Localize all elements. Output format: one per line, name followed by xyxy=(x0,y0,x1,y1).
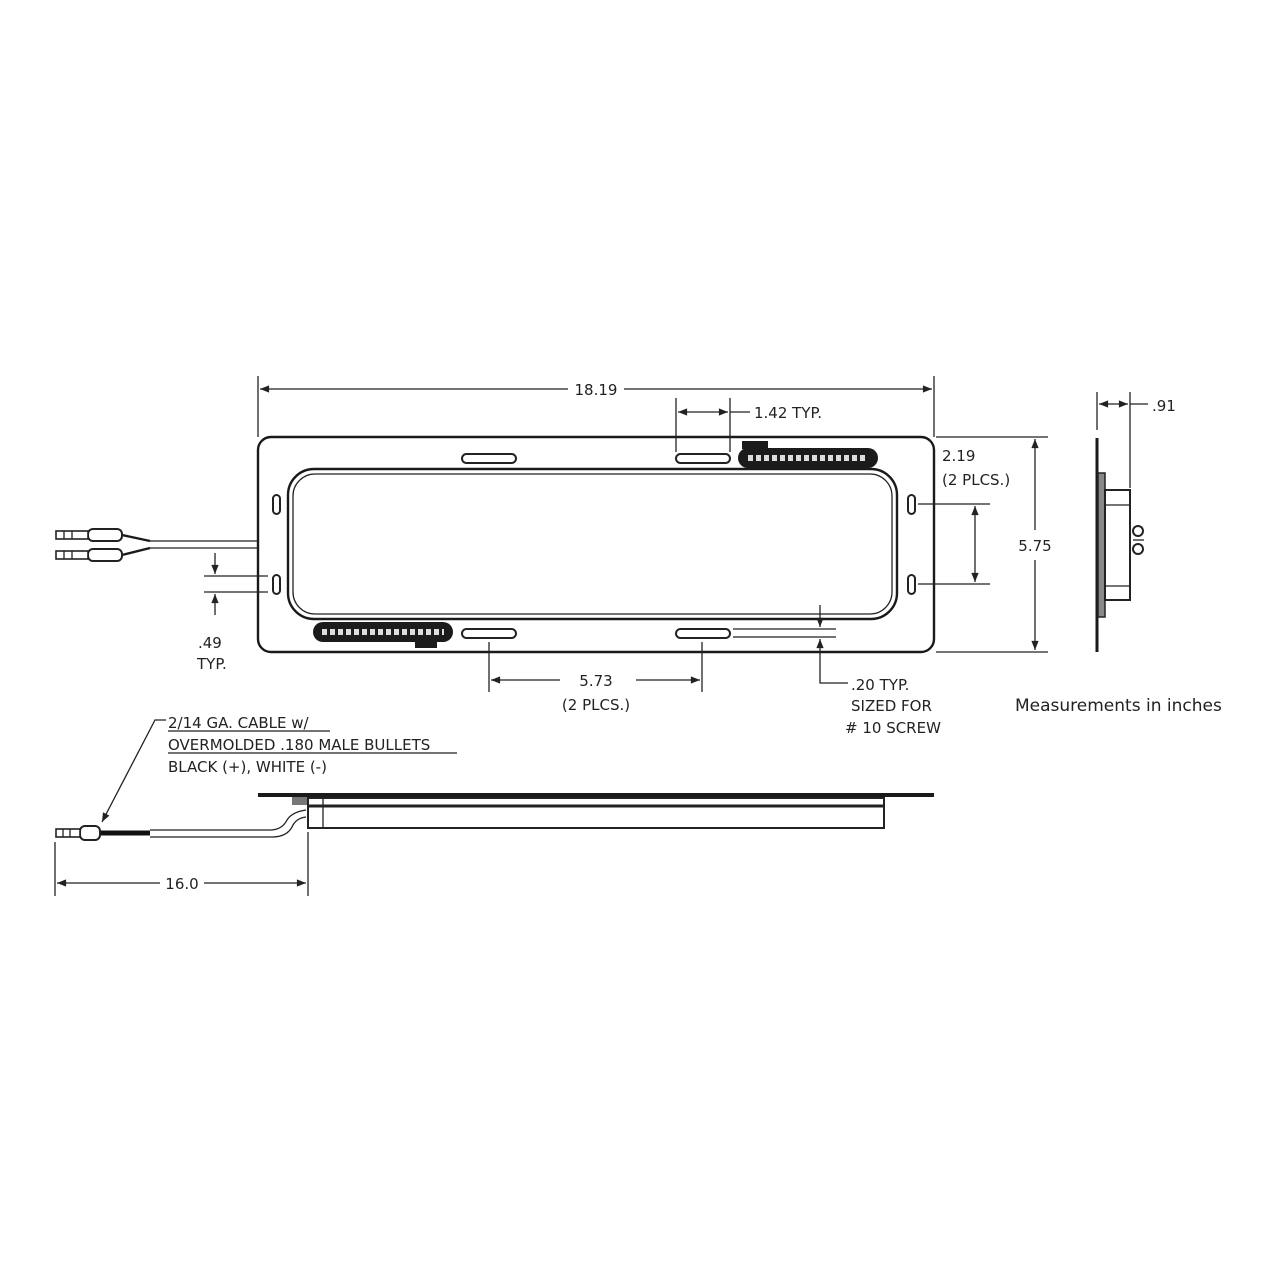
vertical-slot-spacing-label: 2.19 xyxy=(942,447,975,465)
slot-top-right xyxy=(675,453,731,464)
slot-width-note-1: SIZED FOR xyxy=(851,697,932,715)
dimension-cable-length: 16.0 xyxy=(54,832,309,896)
connector-icon xyxy=(1132,525,1144,555)
dimension-depth: .91 xyxy=(1096,392,1176,488)
light-window-inner xyxy=(292,473,893,615)
cable-callout: 2/14 GA. CABLE w/ OVERMOLDED .180 MALE B… xyxy=(101,714,457,823)
horizontal-slot-spacing-label: 5.73 xyxy=(579,672,612,690)
slot-left-lower xyxy=(272,574,281,595)
slot-top-left xyxy=(461,453,517,464)
dimension-vertical-slot-spacing: 2.19 (2 PLCS.) xyxy=(918,447,1010,585)
slot-right-upper xyxy=(907,494,916,515)
slot-left-upper xyxy=(272,494,281,515)
depth-label: .91 xyxy=(1152,397,1176,415)
slot-offset-note: TYP. xyxy=(196,655,227,673)
slot-bottom-left xyxy=(461,628,517,639)
slot-offset-label: .49 xyxy=(198,634,222,652)
overall-width-label: 18.19 xyxy=(575,381,618,399)
bullet-connector-icon xyxy=(55,528,123,542)
cable-note-line-1: 2/14 GA. CABLE w/ xyxy=(168,714,310,732)
dimension-overall-height: 5.75 xyxy=(936,436,1052,653)
vertical-slot-spacing-note: (2 PLCS.) xyxy=(942,471,1010,489)
slot-bottom-right xyxy=(675,628,731,639)
side-view: .91 xyxy=(1095,392,1176,652)
bullet-connector-icon xyxy=(55,825,101,841)
logo-get-outward xyxy=(738,441,878,468)
slot-spacing-label: 1.42 TYP. xyxy=(754,404,822,422)
slot-width-note-2: # 10 SCREW xyxy=(845,719,941,737)
units-note: Measurements in inches xyxy=(1015,696,1222,716)
cable-note-line-2: OVERMOLDED .180 MALE BULLETS xyxy=(168,736,430,754)
top-view: 18.19 1.42 TYP. 2.19 (2 PLCS.) 5.75 xyxy=(55,376,1052,737)
light-window-outer xyxy=(286,467,899,621)
front-view: 2/14 GA. CABLE w/ OVERMOLDED .180 MALE B… xyxy=(54,714,934,896)
slot-right-lower xyxy=(907,574,916,595)
dimension-slot-offset: .49 TYP. xyxy=(196,553,268,673)
bullet-connector-icon xyxy=(55,548,123,562)
horizontal-slot-spacing-note: (2 PLCS.) xyxy=(562,696,630,714)
dimension-overall-width: 18.19 xyxy=(257,376,935,437)
mounting-plate xyxy=(256,435,936,654)
dimension-slot-spacing: 1.42 TYP. xyxy=(675,398,822,452)
cable-side-view xyxy=(55,809,307,841)
cable-note-line-3: BLACK (+), WHITE (-) xyxy=(168,758,327,776)
dimension-slot-width: .20 TYP. SIZED FOR # 10 SCREW xyxy=(733,605,941,737)
overall-height-label: 5.75 xyxy=(1018,537,1051,555)
cable-top-view xyxy=(55,528,258,562)
slot-width-label: .20 TYP. xyxy=(851,676,909,694)
dimension-horizontal-slot-spacing: 5.73 (2 PLCS.) xyxy=(488,642,703,714)
logo-permalite-led xyxy=(313,622,453,648)
cable-length-label: 16.0 xyxy=(165,875,198,893)
